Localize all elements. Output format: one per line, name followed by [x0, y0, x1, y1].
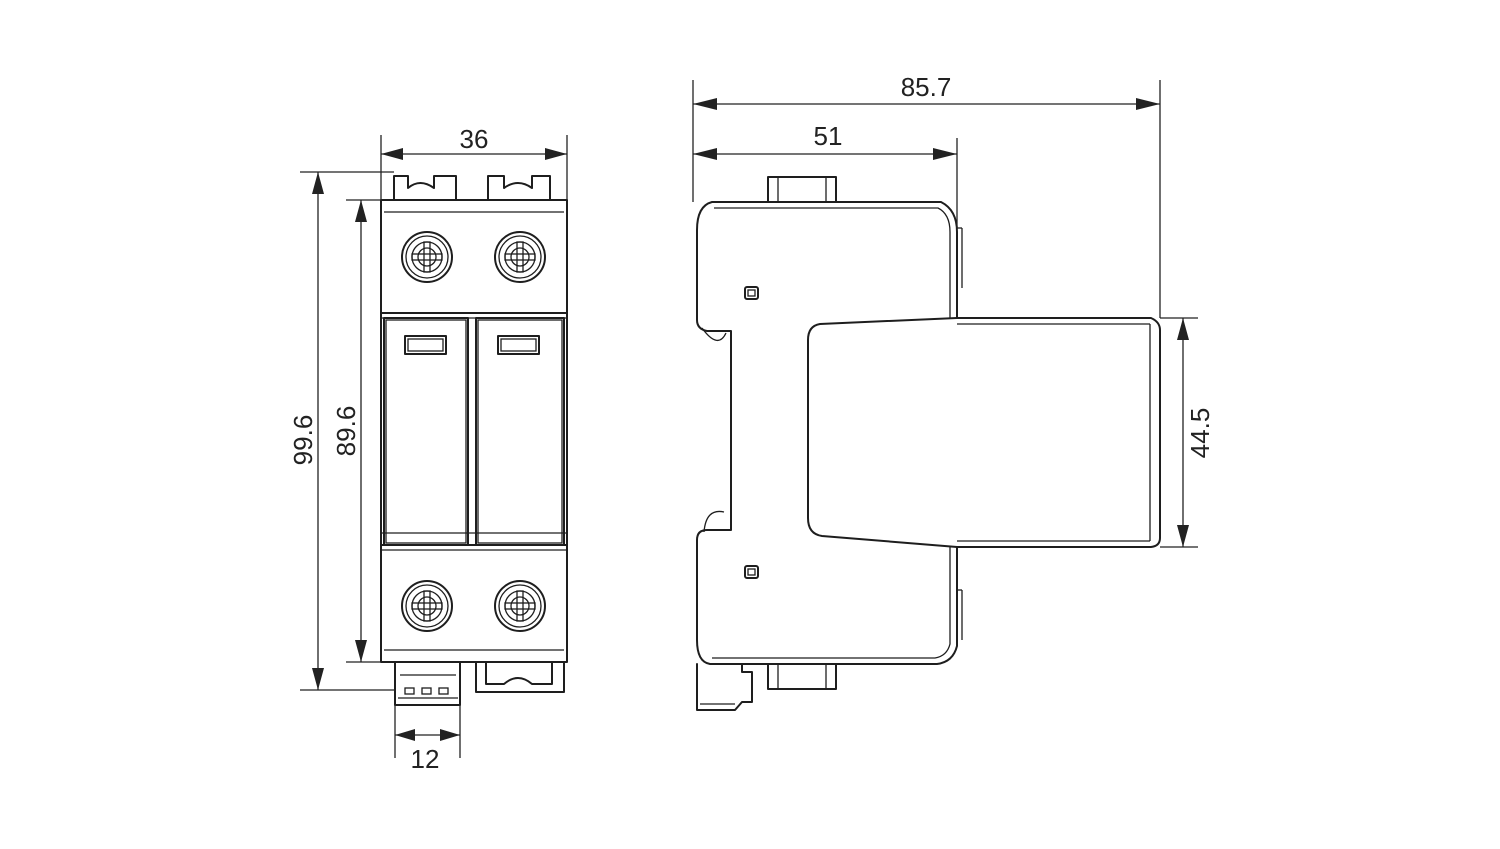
side-slot-top	[744, 286, 759, 300]
front-view: 36 99.6 89.6 12	[288, 124, 568, 774]
indicator-window-right	[497, 335, 540, 355]
bottom-clamp-right	[475, 661, 565, 693]
bottom-screw-boss	[767, 663, 837, 690]
screw-terminal-icon	[494, 231, 546, 283]
side-housing-outline	[696, 201, 1161, 665]
indicator-window-left	[404, 335, 447, 355]
dimension-total-depth-label: 85.7	[901, 72, 952, 102]
dimension-body-height: 89.6	[331, 199, 381, 663]
dimension-total-depth: 85.7	[692, 72, 1161, 318]
din-rail-clip	[394, 661, 461, 706]
rail-hook-top	[701, 327, 727, 341]
side-view: 85.7 51 44.5	[692, 72, 1215, 711]
dimension-width-label: 36	[460, 124, 489, 154]
dimension-body-height-label: 89.6	[331, 406, 361, 457]
module-profile	[807, 317, 958, 548]
dimension-module-height-label: 44.5	[1185, 408, 1215, 459]
module-left	[383, 317, 469, 546]
side-slot-bottom	[744, 565, 759, 579]
top-clamp-left	[393, 175, 457, 201]
dimension-width: 36	[380, 124, 568, 200]
front-body-outline	[380, 199, 568, 663]
dimension-total-height: 99.6	[288, 171, 396, 691]
dimension-total-height-label: 99.6	[288, 415, 318, 466]
rail-hook-bottom	[703, 510, 725, 533]
dimension-clip-width: 12	[394, 705, 461, 774]
screw-terminal-icon	[401, 580, 453, 632]
dimension-module-height: 44.5	[1160, 317, 1215, 548]
bottom-latch	[696, 663, 753, 711]
screw-terminal-icon	[494, 580, 546, 632]
top-clamp-right	[487, 175, 551, 201]
dimension-base-depth-label: 51	[814, 121, 843, 151]
dimension-clip-width-label: 12	[411, 744, 440, 774]
dimension-base-depth: 51	[693, 121, 958, 228]
screw-terminal-icon	[401, 231, 453, 283]
module-right	[475, 317, 565, 546]
